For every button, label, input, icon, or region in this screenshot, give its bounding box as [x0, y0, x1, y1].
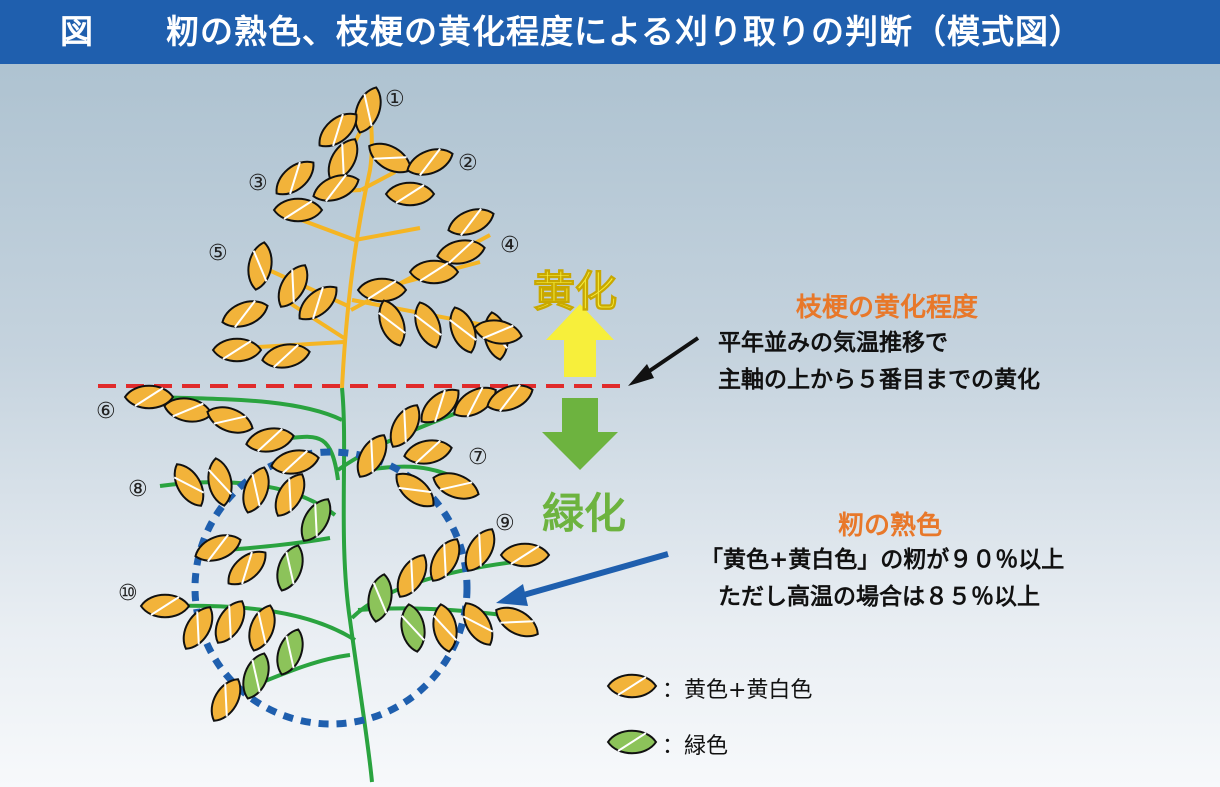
ripeness-line-2: ただし高温の場合は８５％以上: [718, 584, 1040, 610]
branch-number-6: ⑥: [96, 399, 116, 424]
page-title: 籾の熟色、枝梗の黄化程度による刈り取りの判断（模式図）: [166, 12, 1084, 51]
yellow-grains-upper: [212, 82, 525, 373]
branch-number-7: ⑦: [468, 445, 488, 470]
pointer-head-black: [628, 364, 654, 386]
ripeness-line-1: 「黄色+黄白色」の籾が９０％以上: [700, 547, 1065, 573]
branch-number-5: ⑤: [208, 241, 228, 266]
legend-green-label: ：緑色: [662, 734, 729, 759]
label-yellowing: 黄化: [532, 267, 618, 317]
lower-grains: [124, 378, 550, 728]
ripeness-heading: 籾の熟色: [838, 511, 943, 541]
highlight-circle: [191, 448, 471, 728]
branch-number-1: ①: [385, 87, 405, 112]
legend-yellow-label: ：黄色+黄白色: [662, 678, 813, 703]
label-greening: 緑化: [542, 489, 627, 538]
branch-number-3: ③: [248, 171, 268, 196]
pointer-line-blue: [519, 551, 669, 599]
yellowing-line-1: 平年並みの気温推移で: [718, 330, 948, 356]
branch-number-2: ②: [458, 151, 478, 176]
legend-green-grain-icon: [607, 729, 657, 755]
arrow-up: [546, 304, 614, 377]
pointer-head-blue: [496, 584, 528, 606]
branch-number-10: ⑩: [118, 581, 138, 606]
arrow-down: [542, 398, 618, 470]
pointer-line-black: [640, 336, 700, 378]
title-bar: 図 籾の熟色、枝梗の黄化程度による刈り取りの判断（模式図）: [0, 0, 1220, 64]
branch-number-9: ⑨: [495, 511, 515, 536]
branch-number-4: ④: [500, 233, 520, 258]
legend-yellow-grain-icon: [607, 673, 657, 699]
yellowing-line-2: 主軸の上から５番目までの黄化: [718, 367, 1040, 393]
rice-plant-illustration: ① ② ③ ④ ⑤ ⑥ ⑦ ⑧ ⑨ ⑩: [96, 82, 700, 783]
branch-number-labels: ① ② ③ ④ ⑤ ⑥ ⑦ ⑧ ⑨ ⑩: [96, 87, 520, 606]
branch-number-8: ⑧: [128, 477, 148, 502]
yellowing-heading: 枝梗の黄化程度: [796, 293, 979, 323]
title-mark: 図: [60, 12, 94, 51]
